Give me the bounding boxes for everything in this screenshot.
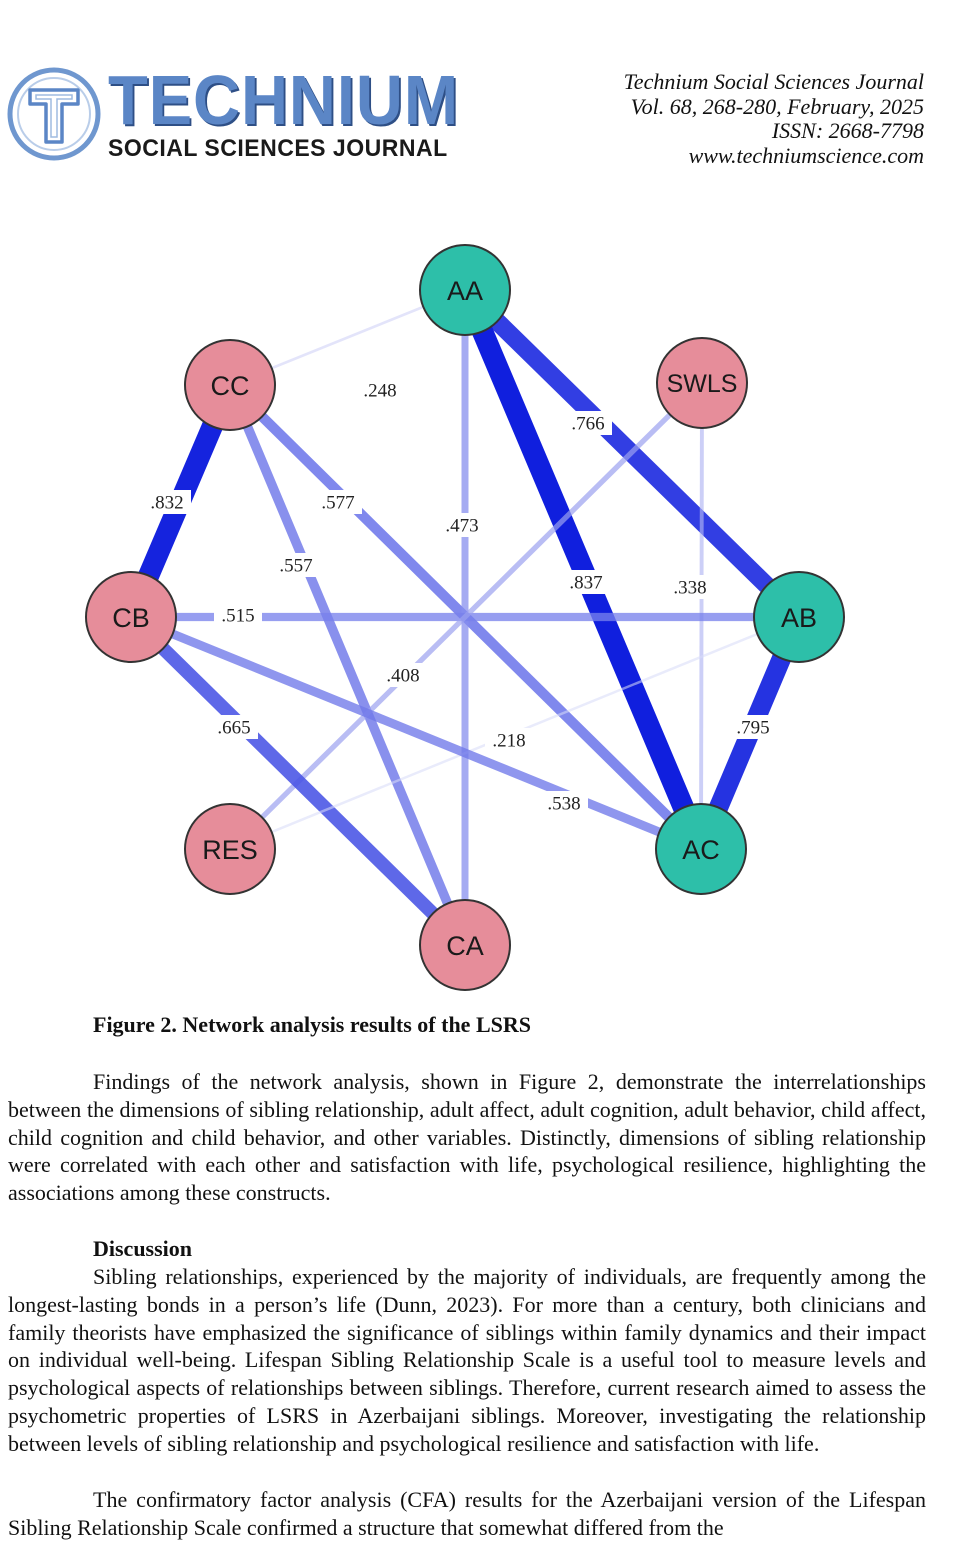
edge-aa-ac <box>455 285 711 854</box>
edge-label-cc-aa: .248 <box>363 381 396 402</box>
journal-info: Technium Social Sciences Journal Vol. 68… <box>623 69 924 168</box>
journal-logo-icon <box>7 67 101 161</box>
findings-paragraph: Findings of the network analysis, shown … <box>8 1069 926 1206</box>
edge-cb-ac <box>129 612 703 854</box>
edge-label-bg-aa-ca <box>438 513 486 537</box>
edge-label-swls-res: .408 <box>386 666 419 687</box>
node-swls <box>656 337 748 429</box>
node-ca <box>419 899 511 991</box>
network-chart: .248 .766 .832 .577 .473 .557 .837 .338 .515 .408… <box>85 244 845 991</box>
node-label-aa: AA <box>447 276 483 306</box>
edge-label-ab-ac: .795 <box>736 718 769 739</box>
journal-website: www.techniumscience.com <box>688 142 924 168</box>
discussion-heading: Discussion <box>93 1236 193 1261</box>
logo-subtitle: SOCIAL SCIENCES JOURNAL <box>108 135 448 162</box>
edge-cb-ca <box>126 612 470 950</box>
edge-label-cb-ac: .538 <box>547 794 580 815</box>
node-label-ca: CA <box>446 931 484 961</box>
edge-label-aa-ac: .837 <box>569 573 602 594</box>
edge-cc-ca <box>225 383 470 947</box>
network-figure: .248 .766 .832 .577 .473 .557 .837 .338 .515 .408… <box>0 240 964 1000</box>
edge-label-bg-cb-ca <box>210 715 258 739</box>
edge-label-cc-ac: .577 <box>321 493 354 514</box>
edge-swls-res <box>228 381 704 851</box>
node-cc <box>184 339 276 431</box>
edge-label-bg-cb-ab <box>214 603 262 627</box>
edge-label-bg-cc-aa <box>356 378 404 402</box>
edge-label-res-ab: .218 <box>492 731 525 752</box>
node-res <box>184 803 276 895</box>
edge-label-cb-ab: .515 <box>221 606 254 627</box>
edge-label-bg-swls-res <box>379 663 427 687</box>
node-label-res: RES <box>202 835 258 865</box>
node-label-cc: CC <box>211 371 250 401</box>
node-ac <box>655 803 747 895</box>
logo-title: TECHNIUM <box>108 61 460 139</box>
edge-label-bg-swls-ac <box>666 575 714 599</box>
discussion-paragraph: Sibling relationships, experienced by th… <box>8 1264 926 1456</box>
edge-label-aa-ab: .766 <box>571 414 604 435</box>
figure-caption: Figure 2. Network analysis results of th… <box>93 1012 531 1037</box>
journal-issn: ISSN: 2668-7798 <box>771 118 924 143</box>
journal-name: Technium Social Sciences Journal <box>623 69 924 94</box>
node-label-ac: AC <box>682 835 720 865</box>
edge-labels-layer: .248 .766 .832 .577 .473 .557 .837 .338 .515 .408… <box>143 378 777 815</box>
edge-label-bg-cc-ac <box>314 490 362 514</box>
node-ab <box>753 571 845 663</box>
nodes-layer: AA CC SWLS CB AB RES AC CA <box>85 244 845 991</box>
edge-label-bg-cc-cb <box>143 490 191 514</box>
edge-label-bg-res-ab <box>485 728 533 752</box>
edge-label-bg-cc-ca <box>272 553 320 577</box>
node-label-swls: SWLS <box>667 370 738 398</box>
node-label-cb: CB <box>112 603 150 633</box>
edge-label-bg-aa-ab <box>564 411 612 435</box>
edge-label-swls-ac: .338 <box>673 578 706 599</box>
edge-label-cb-ca: .665 <box>217 718 250 739</box>
journal-header: TECHNIUM SOCIAL SCIENCES JOURNAL Techniu… <box>0 0 964 190</box>
edge-label-bg-ab-ac <box>729 715 777 739</box>
cfa-paragraph: The confirmatory factor analysis (CFA) r… <box>8 1487 926 1540</box>
edge-label-cc-ca: .557 <box>279 556 312 577</box>
edge-label-bg-cb-ac <box>540 791 588 815</box>
edge-label-cc-cb: .832 <box>150 493 183 514</box>
node-cb <box>85 571 177 663</box>
edge-label-bg-aa-ac <box>562 570 610 594</box>
node-aa <box>419 244 511 336</box>
journal-volume: Vol. 68, 268-280, February, 2025 <box>630 93 924 119</box>
node-label-ab: AB <box>781 603 817 633</box>
edge-label-aa-ca: .473 <box>445 516 478 537</box>
